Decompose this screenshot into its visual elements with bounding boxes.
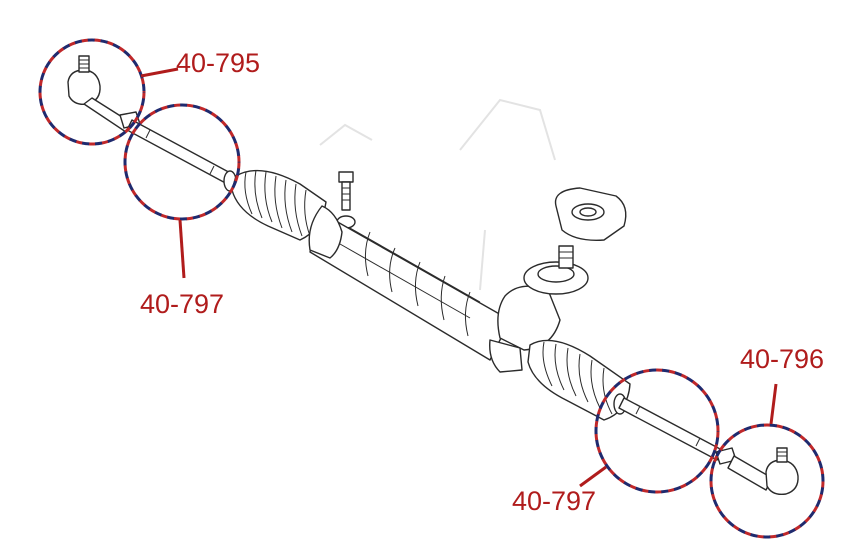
ring-upper-left-tie-rod-end: [38, 38, 146, 146]
part-number-labels: 40-795 40-797 40-797 40-796: [140, 48, 824, 516]
ring-lower-right-inner-tie-rod: [594, 368, 720, 494]
left-bellows-boot: [231, 169, 327, 241]
steering-grommet: [554, 187, 627, 241]
leader-lines: [140, 67, 778, 488]
part-label-40-797-lower: 40-797: [512, 486, 596, 516]
rack-housing: [308, 205, 511, 361]
steering-rack-assembly: [67, 55, 799, 496]
right-tie-rod-end: [715, 447, 799, 496]
left-tie-rod-end: [67, 55, 141, 133]
ring-lower-right-tie-rod-end: [709, 423, 825, 539]
mounting-bolt: [336, 171, 356, 229]
leader-40-797-upper: [178, 219, 186, 279]
leader-40-796: [769, 383, 778, 425]
part-label-40-796: 40-796: [740, 344, 824, 374]
part-label-40-797-upper: 40-797: [140, 289, 224, 319]
right-inner-tie-rod: [613, 393, 723, 461]
leader-40-795: [140, 67, 179, 78]
ring-upper-left-inner-tie-rod: [123, 103, 241, 221]
leader-40-797-lower: [579, 465, 607, 488]
pinion-housing: [489, 245, 589, 373]
left-inner-tie-rod: [126, 119, 237, 192]
background-ghost-lines: [319, 98, 556, 291]
callout-rings: [38, 38, 825, 539]
part-label-40-795: 40-795: [176, 48, 260, 78]
